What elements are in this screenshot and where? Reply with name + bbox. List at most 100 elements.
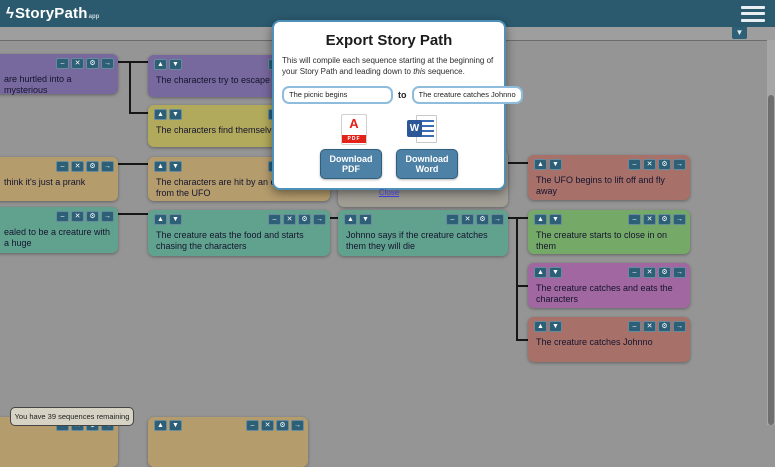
sequence-text: think it's just a prank <box>4 177 86 187</box>
export-from-input[interactable] <box>282 85 393 104</box>
word-file-icon: W <box>407 114 437 144</box>
link-button[interactable]: → <box>291 420 304 431</box>
move-down-button[interactable]: ▼ <box>549 267 562 278</box>
sequence-card[interactable]: – ✕ ⚙ → think it's just a prank <box>0 157 118 201</box>
link-button[interactable]: → <box>673 321 686 332</box>
move-up-button[interactable]: ▲ <box>154 59 167 70</box>
link-button[interactable]: → <box>673 159 686 170</box>
close-link[interactable]: Close <box>378 188 400 198</box>
delete-button[interactable]: ✕ <box>643 159 656 170</box>
app-logo: ϟ StoryPath app <box>0 5 99 22</box>
settings-button[interactable]: ⚙ <box>276 420 289 431</box>
link-button[interactable]: → <box>673 267 686 278</box>
menu-icon[interactable] <box>741 5 765 22</box>
sequence-card[interactable]: ▲ ▼ – ✕ ⚙ → The creature catches Johnno <box>528 317 690 362</box>
move-down-button[interactable]: ▼ <box>169 109 182 120</box>
minimize-button[interactable]: – <box>628 267 641 278</box>
sequence-card[interactable]: – ✕ ⚙ → ealed to be a creature with a hu… <box>0 207 118 253</box>
move-down-button[interactable]: ▼ <box>169 161 182 172</box>
minimize-button[interactable]: – <box>446 214 459 225</box>
settings-button[interactable]: ⚙ <box>658 214 671 225</box>
move-down-button[interactable]: ▼ <box>169 59 182 70</box>
move-down-button[interactable]: ▼ <box>169 214 182 225</box>
move-up-button[interactable]: ▲ <box>534 214 547 225</box>
link-button[interactable]: → <box>101 211 114 222</box>
minimize-button[interactable]: – <box>56 161 69 172</box>
scrollbar-thumb[interactable] <box>768 95 774 425</box>
collapse-all-button[interactable]: ▼ <box>732 26 747 39</box>
minimize-button[interactable]: – <box>628 159 641 170</box>
pdf-label: PDF <box>342 134 366 143</box>
move-down-button[interactable]: ▼ <box>549 214 562 225</box>
delete-button[interactable]: ✕ <box>71 58 84 69</box>
export-to-input[interactable] <box>411 85 523 104</box>
sequence-card[interactable]: – ✕ ⚙ → are hurtled into a mysterious <box>0 54 118 95</box>
sequences-remaining-badge: You have 39 sequences remaining <box>10 407 134 426</box>
vertical-scrollbar[interactable] <box>767 40 775 425</box>
minimize-button[interactable]: – <box>56 211 69 222</box>
settings-button[interactable]: ⚙ <box>658 267 671 278</box>
sequence-text: The creature starts to close in on them <box>536 230 668 251</box>
move-down-button[interactable]: ▼ <box>549 321 562 332</box>
minimize-button[interactable]: – <box>246 420 259 431</box>
settings-button[interactable]: ⚙ <box>298 214 311 225</box>
sequence-card[interactable]: ▲ ▼ – ✕ ⚙ → The UFO begins to lift off a… <box>528 155 690 200</box>
link-button[interactable]: → <box>313 214 326 225</box>
sequence-card[interactable]: ▲ ▼ – ✕ ⚙ → The creature starts to close… <box>528 210 690 254</box>
sequence-text: The characters try to escape <box>156 75 271 85</box>
link-button[interactable]: → <box>491 214 504 225</box>
settings-button[interactable]: ⚙ <box>658 321 671 332</box>
minimize-button[interactable]: – <box>628 214 641 225</box>
move-up-button[interactable]: ▲ <box>154 161 167 172</box>
minimize-button[interactable]: – <box>56 58 69 69</box>
settings-button[interactable]: ⚙ <box>658 159 671 170</box>
download-word-button[interactable]: Download Word <box>396 148 458 180</box>
link-button[interactable]: → <box>673 214 686 225</box>
sequence-card[interactable]: ▲ ▼ – ✕ ⚙ → The creature catches and eat… <box>528 263 690 308</box>
move-up-button[interactable]: ▲ <box>534 159 547 170</box>
delete-button[interactable]: ✕ <box>71 211 84 222</box>
sequence-card[interactable]: ▲ ▼ – ✕ ⚙ → The creature eats the food a… <box>148 210 330 256</box>
delete-button[interactable]: ✕ <box>643 267 656 278</box>
app-name: StoryPath <box>14 5 88 22</box>
connector-line <box>118 61 148 63</box>
download-pdf-button[interactable]: Download PDF <box>320 148 382 180</box>
export-modal: Export Story Path This will compile each… <box>272 20 523 197</box>
sequence-text: are hurtled into a mysterious <box>4 74 72 95</box>
move-up-button[interactable]: ▲ <box>154 420 167 431</box>
sequence-text: Johnno says if the creature catches them… <box>346 230 488 251</box>
connector-line <box>118 163 148 165</box>
modal-description: This will compile each sequence starting… <box>282 56 494 76</box>
delete-button[interactable]: ✕ <box>71 161 84 172</box>
move-up-button[interactable]: ▲ <box>154 109 167 120</box>
settings-button[interactable]: ⚙ <box>86 58 99 69</box>
modal-title: Export Story Path <box>325 32 453 49</box>
settings-button[interactable]: ⚙ <box>86 161 99 172</box>
to-label: to <box>398 89 407 100</box>
move-down-button[interactable]: ▼ <box>549 159 562 170</box>
delete-button[interactable]: ✕ <box>461 214 474 225</box>
delete-button[interactable]: ✕ <box>283 214 296 225</box>
delete-button[interactable]: ✕ <box>643 321 656 332</box>
move-down-button[interactable]: ▼ <box>359 214 372 225</box>
minimize-button[interactable]: – <box>268 214 281 225</box>
delete-button[interactable]: ✕ <box>261 420 274 431</box>
sequence-card[interactable]: ▲ ▼ – ✕ ⚙ → Johnno says if the creature … <box>338 210 508 256</box>
lightning-bolt-icon: ϟ <box>6 5 14 22</box>
link-button[interactable]: → <box>101 58 114 69</box>
settings-button[interactable]: ⚙ <box>476 214 489 225</box>
move-up-button[interactable]: ▲ <box>534 267 547 278</box>
sequence-text: The characters are hit by an energy beam… <box>156 177 324 198</box>
connector-line <box>129 112 148 114</box>
connector-line <box>516 285 528 287</box>
delete-button[interactable]: ✕ <box>643 214 656 225</box>
acrobat-letter: A <box>349 115 359 131</box>
move-up-button[interactable]: ▲ <box>154 214 167 225</box>
sequence-text: The creature catches and eats the charac… <box>536 283 673 304</box>
move-down-button[interactable]: ▼ <box>169 420 182 431</box>
settings-button[interactable]: ⚙ <box>86 211 99 222</box>
move-up-button[interactable]: ▲ <box>534 321 547 332</box>
move-up-button[interactable]: ▲ <box>344 214 357 225</box>
minimize-button[interactable]: – <box>628 321 641 332</box>
link-button[interactable]: → <box>101 161 114 172</box>
